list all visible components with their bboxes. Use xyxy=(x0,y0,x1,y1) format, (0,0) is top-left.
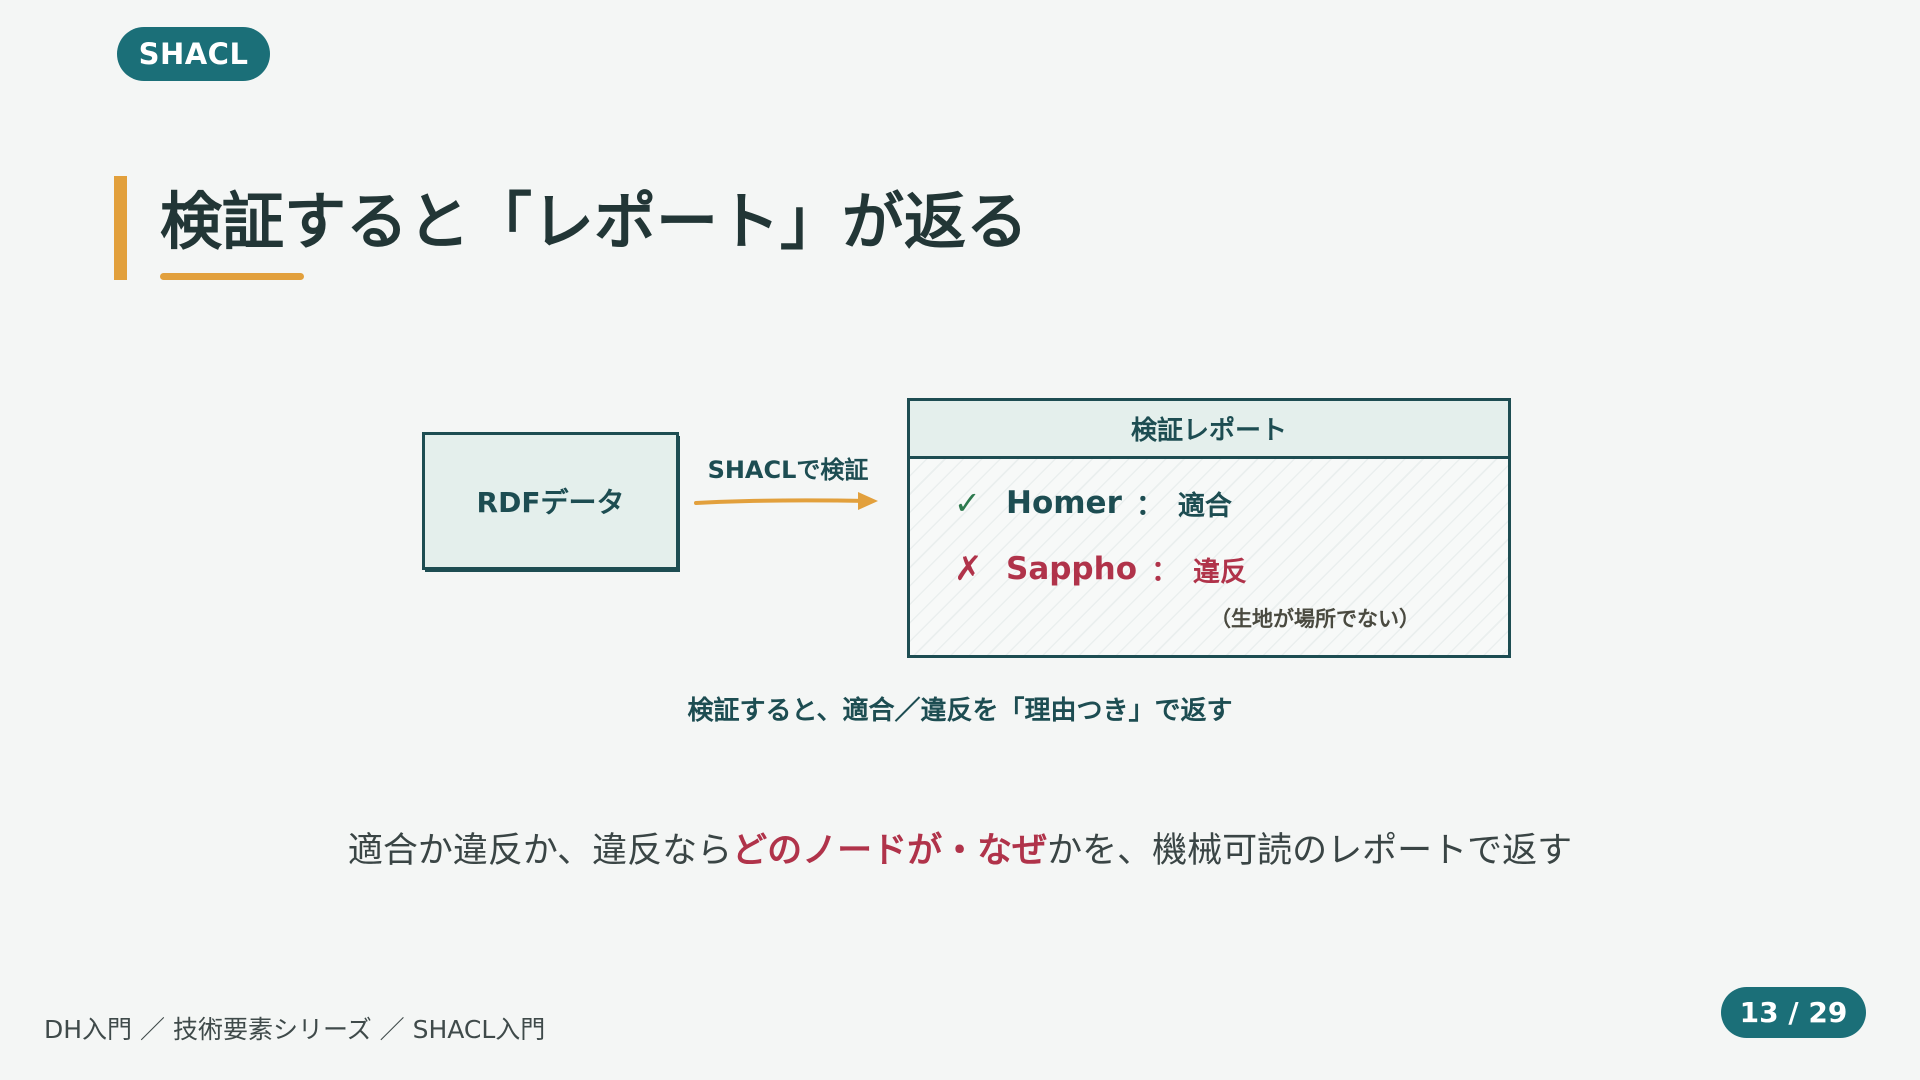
violation-reason: （生地が場所でない） xyxy=(1210,607,1420,631)
breadcrumb: DH入門 ／ 技術要素シリーズ ／ SHACL入門 xyxy=(44,1015,546,1044)
summary-text: 適合か違反か、違反ならどのノードが・なぜかを、機械可読のレポートで返す xyxy=(0,822,1920,873)
rdf-data-label: RDFデータ xyxy=(476,486,625,519)
report-row-sappho: ✗ Sappho ： 違反 xyxy=(954,549,1247,589)
report-row-homer: ✓ Homer ： 適合 xyxy=(954,483,1232,523)
rdf-data-box: RDFデータ xyxy=(422,432,679,570)
title-accent-bar xyxy=(114,176,127,280)
arrow-label: SHACLで検証 xyxy=(707,456,869,484)
node-name: Sappho xyxy=(1006,551,1137,587)
page-title: 検証すると「レポート」が返る xyxy=(160,185,1029,258)
verdict-violation: 違反 xyxy=(1193,556,1248,588)
summary-after: かを、機械可読のレポートで返す xyxy=(1047,831,1573,871)
check-icon: ✓ xyxy=(954,484,981,522)
section-tag: SHACL xyxy=(117,27,270,81)
verdict-conform: 適合 xyxy=(1177,490,1232,522)
cross-icon: ✗ xyxy=(954,549,983,589)
arrow-right-icon xyxy=(694,492,878,510)
page-number-badge: 13 / 29 xyxy=(1721,987,1866,1038)
node-name: Homer xyxy=(1006,485,1122,521)
summary-emphasis: どのノードが・なぜ xyxy=(732,831,1048,871)
report-title: 検証レポート xyxy=(1130,416,1287,446)
row-separator: ： xyxy=(1151,554,1180,587)
summary-before: 適合か違反か、違反なら xyxy=(347,831,733,871)
row-separator: ： xyxy=(1135,488,1164,521)
report-header: 検証レポート xyxy=(910,401,1508,459)
title-underline xyxy=(160,273,304,280)
validation-report-box: 検証レポート ✓ Homer ： 適合 ✗ Sappho ： 違反 （生地が場所… xyxy=(907,398,1511,658)
diagram-caption: 検証すると、適合／違反を「理由つき」で返す xyxy=(687,696,1233,726)
